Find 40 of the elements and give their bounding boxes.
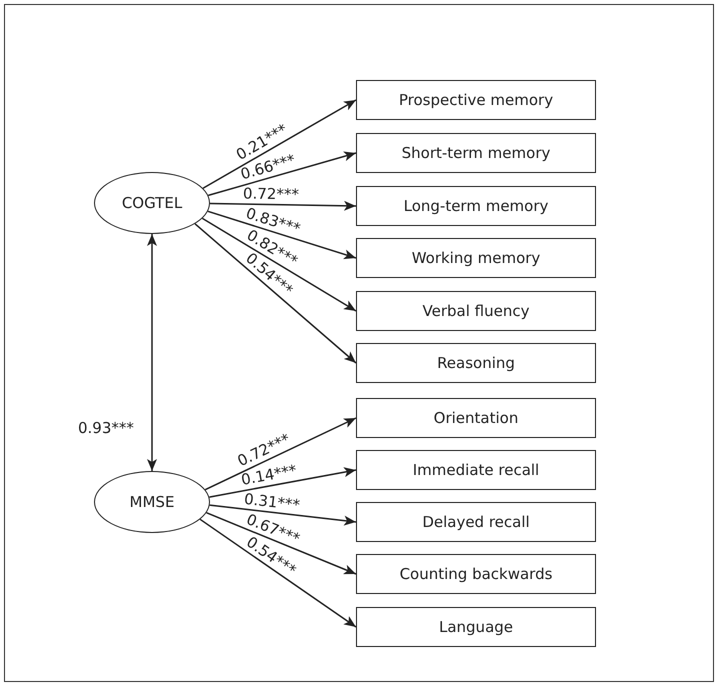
indicator-box bbox=[356, 450, 596, 490]
path-coefficient: 0.72*** bbox=[243, 186, 300, 203]
indicator-box bbox=[356, 343, 596, 383]
node-label: Reasoning bbox=[437, 354, 515, 372]
path-arrow bbox=[194, 223, 356, 364]
indicator-box bbox=[356, 238, 596, 278]
path-arrow bbox=[202, 218, 356, 312]
path-coefficient: 0.93*** bbox=[78, 420, 134, 436]
node-label: MMSE bbox=[130, 493, 174, 511]
node-label: Long-term memory bbox=[404, 197, 548, 215]
indicator-box bbox=[356, 186, 596, 226]
path-arrow bbox=[200, 518, 356, 628]
path-arrow bbox=[210, 504, 356, 526]
path-arrow bbox=[209, 467, 356, 498]
node-label: Orientation bbox=[434, 409, 518, 427]
path-arrow bbox=[202, 99, 356, 189]
node-label: Prospective memory bbox=[398, 91, 554, 109]
indicator-box bbox=[356, 291, 596, 331]
node-label: COGTEL bbox=[122, 194, 182, 212]
indicator-box bbox=[356, 554, 596, 594]
path-coefficient: 0.14*** bbox=[240, 463, 298, 488]
path-arrow bbox=[210, 200, 356, 211]
indicator-box bbox=[356, 502, 596, 542]
node-label: Immediate recall bbox=[412, 461, 540, 479]
node-label: Counting backwards bbox=[400, 565, 552, 583]
node-label: Verbal fluency bbox=[422, 302, 530, 320]
path-arrow bbox=[208, 152, 356, 196]
indicator-box bbox=[356, 398, 596, 438]
node-label: Delayed recall bbox=[422, 513, 530, 531]
indicator-box bbox=[356, 80, 596, 120]
indicator-box bbox=[356, 133, 596, 173]
node-label: Working memory bbox=[412, 249, 540, 267]
path-arrow bbox=[208, 210, 356, 260]
path-arrow bbox=[147, 234, 157, 471]
path-arrow bbox=[206, 512, 356, 575]
node-label: Short-term memory bbox=[402, 144, 550, 162]
path-coefficient: 0.31*** bbox=[244, 492, 301, 513]
node-label: Language bbox=[438, 618, 514, 636]
path-arrow bbox=[204, 417, 356, 490]
indicator-box bbox=[356, 607, 596, 647]
